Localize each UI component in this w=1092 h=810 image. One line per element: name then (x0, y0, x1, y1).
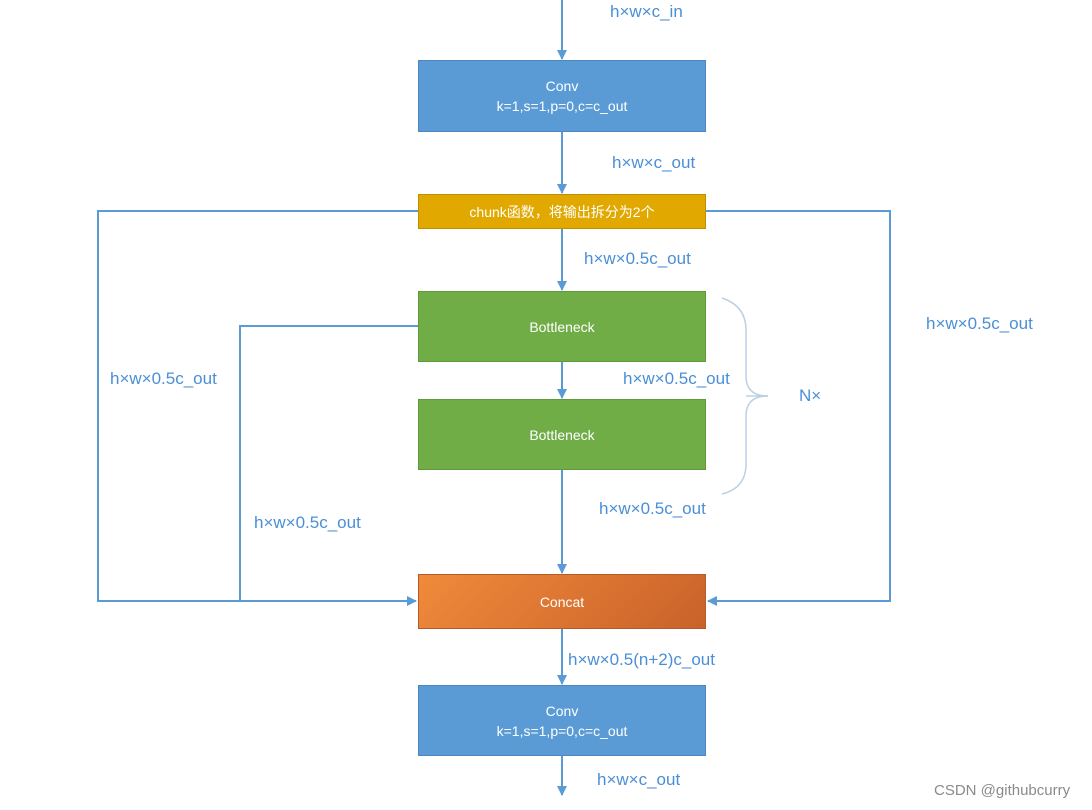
chunk-block: chunk函数，将输出拆分为2个 (418, 194, 706, 229)
watermark: CSDN @githubcurry (934, 782, 1071, 799)
chunk-output-shape-label: h×w×0.5c_out (584, 249, 691, 268)
input-shape-label: h×w×c_in (610, 2, 683, 21)
left-branch-connector (97, 210, 418, 606)
bottleneck-block-1: Bottleneck (418, 291, 706, 362)
conv-title: Conv (545, 78, 579, 94)
concat-block: Concat (418, 574, 706, 629)
concat-output-shape-label: h×w×0.5(n+2)c_out (568, 650, 715, 669)
skip-branch-connector (239, 325, 418, 601)
conv-block-top: Conv k=1,s=1,p=0,c=c_out (418, 60, 706, 132)
conv-params: k=1,s=1,p=0,c=c_out (496, 98, 628, 114)
repeat-count-label: N× (799, 386, 822, 405)
left-branch-shape-label: h×w×0.5c_out (110, 369, 217, 388)
final-output-shape-label: h×w×c_out (597, 770, 681, 789)
bottleneck-output-shape-label: h×w×0.5c_out (599, 499, 706, 518)
skip-branch-shape-label: h×w×0.5c_out (254, 513, 361, 532)
between-bottlenecks-shape-label: h×w×0.5c_out (623, 369, 730, 388)
bottleneck-label: Bottleneck (529, 426, 595, 443)
concat-label: Concat (539, 593, 585, 610)
right-branch-shape-label: h×w×0.5c_out (926, 314, 1033, 333)
right-branch-connector (706, 210, 891, 606)
chunk-label: chunk函数，将输出拆分为2个 (469, 203, 655, 220)
conv-block-bottom: Conv k=1,s=1,p=0,c=c_out (418, 685, 706, 756)
conv-title: Conv (545, 702, 579, 719)
conv-output-shape-label: h×w×c_out (612, 153, 696, 172)
bottleneck-label: Bottleneck (529, 318, 595, 335)
conv-params: k=1,s=1,p=0,c=c_out (496, 722, 628, 739)
bottleneck-block-2: Bottleneck (418, 399, 706, 470)
